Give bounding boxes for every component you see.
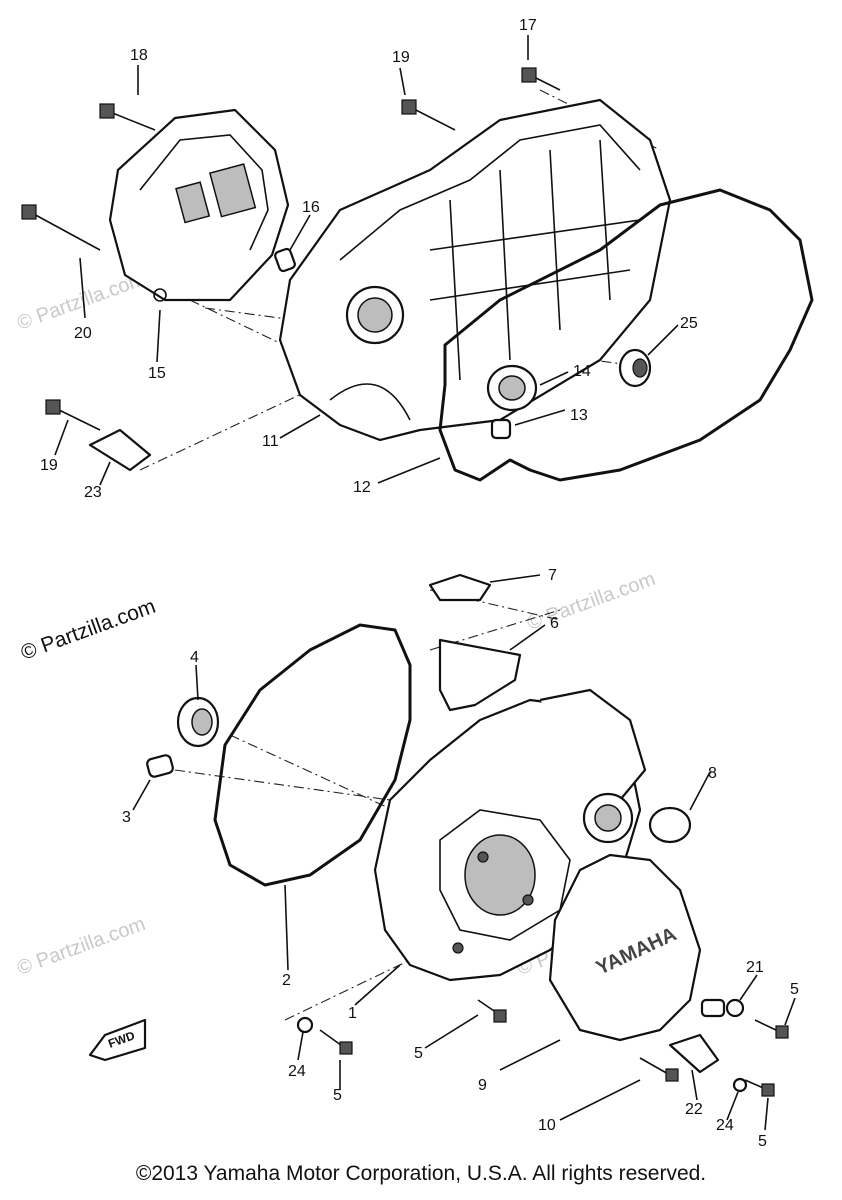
alignment-line [189, 299, 441, 421]
part-15-side-cover [108, 108, 290, 302]
part-16-dowel-pin [274, 247, 296, 273]
callout-5: 5 [790, 981, 799, 998]
part-5-bolt [754, 1019, 789, 1039]
alignment-line [174, 769, 391, 801]
callout-12: 12 [353, 479, 371, 496]
callout-15: 15 [148, 365, 166, 382]
callout-22: 22 [685, 1101, 703, 1118]
callout-23: 23 [84, 484, 102, 501]
callout-19-lower: 19 [40, 457, 58, 474]
part-6-bracket [438, 638, 522, 712]
part-17-bolt [521, 67, 561, 91]
callout-21: 21 [746, 959, 764, 976]
callout-24: 24 [288, 1063, 306, 1080]
part-20-long-bolt [21, 204, 101, 251]
part-12-gasket [438, 188, 814, 482]
watermark-faint: © Partzilla.com [14, 913, 148, 980]
part-14-oil-seal [486, 364, 538, 412]
callout-5: 5 [758, 1133, 767, 1150]
part-24-washer [732, 1077, 748, 1093]
callout-3: 3 [122, 809, 131, 826]
part-23-bracket [88, 428, 152, 472]
part-22-bracket [668, 1033, 720, 1074]
part-5-bolt [744, 1079, 775, 1097]
part-19-bolt [401, 99, 456, 131]
callout-24: 24 [716, 1117, 734, 1134]
callout-13: 13 [570, 407, 588, 424]
callout-17: 17 [519, 17, 537, 34]
part-5-bolt [477, 999, 507, 1023]
exploded-view-svg: © Partzilla.com © Partzilla.com © Partzi… [14, 17, 814, 1150]
callout-9: 9 [478, 1077, 487, 1094]
callout-5: 5 [333, 1087, 342, 1104]
callout-19: 19 [392, 49, 410, 66]
alignment-line [139, 389, 311, 471]
part-5-bolt [319, 1029, 353, 1055]
fwd-arrow-icon: FWD [88, 1018, 147, 1062]
part-24-washer [296, 1016, 314, 1034]
alignment-line [284, 959, 411, 1021]
part-25-cap [618, 348, 652, 388]
part-19-bolt-lower [45, 399, 101, 431]
callout-2: 2 [282, 972, 291, 989]
part-9-cover-plate: YAMAHA [548, 853, 702, 1042]
part-21-collar [700, 998, 745, 1018]
callout-11: 11 [262, 433, 279, 450]
callout-5: 5 [414, 1045, 423, 1062]
part-4-oil-seal [176, 696, 220, 748]
callout-4: 4 [190, 649, 199, 666]
callout-6: 6 [550, 615, 559, 632]
callout-18: 18 [130, 47, 148, 64]
callout-16: 16 [302, 199, 320, 216]
part-10-bolt [639, 1057, 679, 1082]
part-8-cap [648, 806, 692, 844]
part-3-dowel-pin [146, 754, 174, 778]
part-2-gasket [213, 623, 412, 887]
callout-7: 7 [548, 567, 557, 584]
copyright-notice: ©2013 Yamaha Motor Corporation, U.S.A. A… [135, 1162, 707, 1185]
callout-8: 8 [708, 765, 717, 782]
part-11-crankcase-cover [278, 98, 672, 442]
part-13-dowel-pin [490, 418, 512, 440]
callout-leaders [54, 35, 796, 1131]
callout-20: 20 [74, 325, 92, 342]
part-18-bolt [99, 103, 156, 131]
callout-10: 10 [538, 1117, 556, 1134]
callout-14: 14 [573, 363, 591, 380]
callout-1: 1 [348, 1005, 357, 1022]
callout-25: 25 [680, 315, 698, 332]
callout-labels: 18 19 17 16 20 15 11 12 13 14 25 19 23 7… [40, 17, 799, 1150]
part-7-plate [428, 573, 492, 602]
watermark-main: © Partzilla.com [18, 595, 159, 665]
